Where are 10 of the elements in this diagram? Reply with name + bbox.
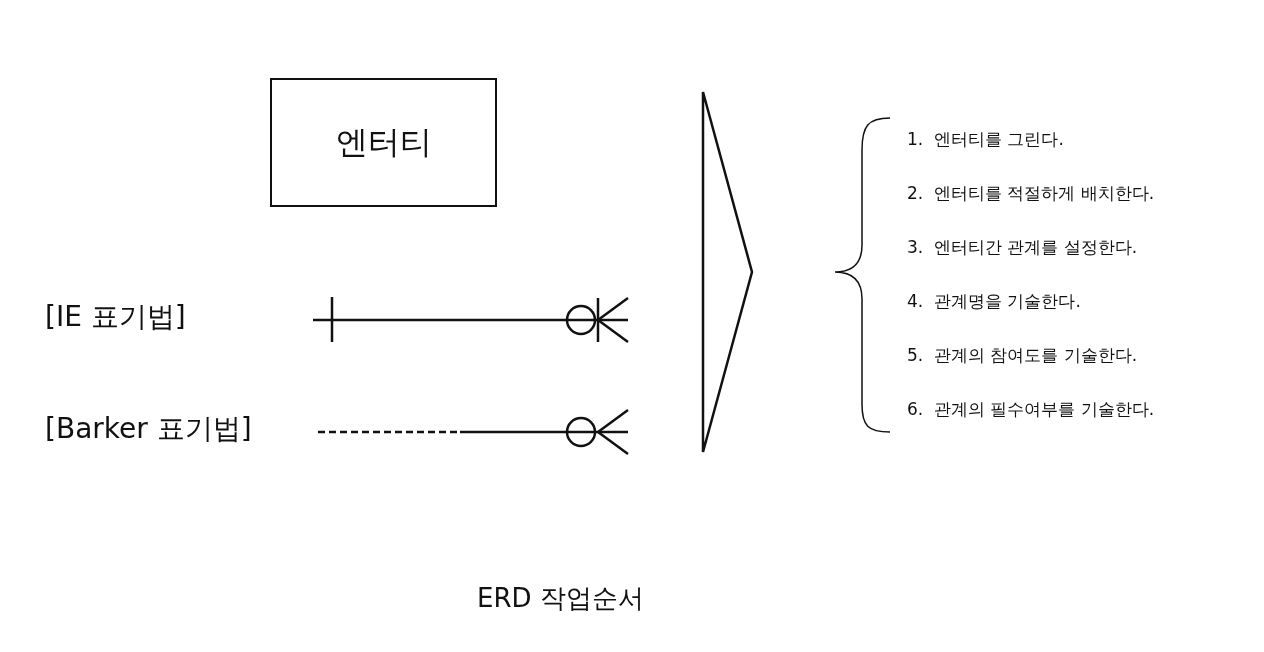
step-text: 5. 관계의 참여도를 기술한다. bbox=[907, 345, 1138, 366]
step-text: 1. 엔터티를 그린다. bbox=[907, 129, 1064, 150]
step-text: 6. 관계의 필수여부를 기술한다. bbox=[907, 399, 1155, 420]
caption: ERD 작업순서 bbox=[477, 583, 644, 615]
step-text: 2. 엔터티를 적절하게 배치한다. bbox=[907, 183, 1155, 204]
step-text: 3. 엔터티간 관계를 설정한다. bbox=[907, 237, 1138, 258]
step-text: 4. 관계명을 기술한다. bbox=[907, 291, 1081, 312]
notation-label: [Barker 표기법] bbox=[45, 412, 252, 446]
notation-label: [IE 표기법] bbox=[45, 300, 186, 334]
entity-box: 엔터티 bbox=[270, 78, 497, 207]
